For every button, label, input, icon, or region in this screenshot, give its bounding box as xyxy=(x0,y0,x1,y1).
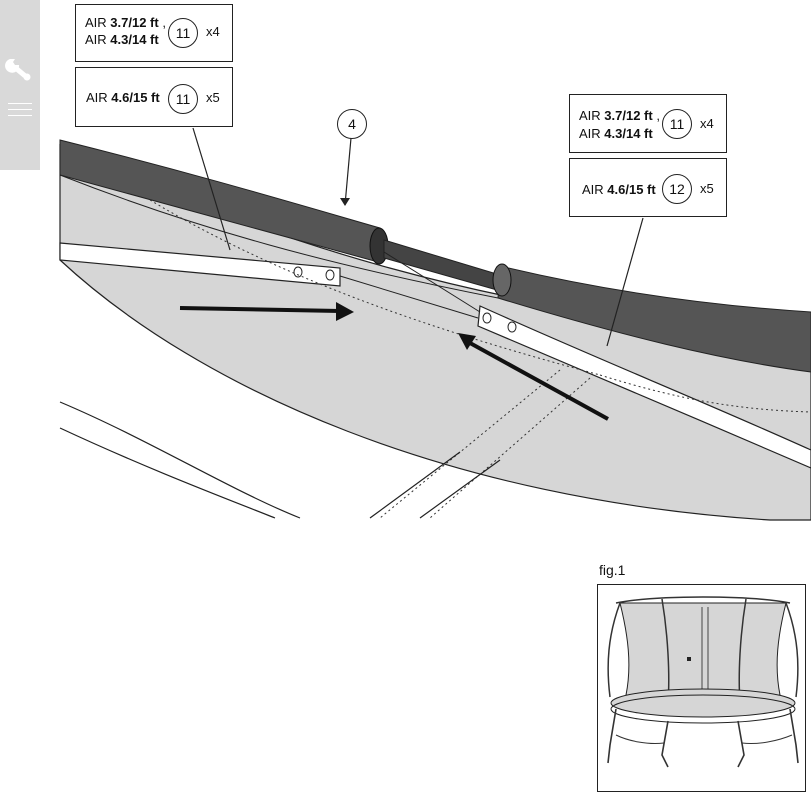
part-label-box-right-bottom: AIR 4.6/15 ft 12 x5 xyxy=(569,158,727,217)
arrow-left xyxy=(469,341,609,421)
quantity: x4 xyxy=(700,116,714,131)
part-label-box-right-top: AIR 3.7/12 ft , AIR 4.3/14 ft 11 x4 xyxy=(569,94,727,153)
section-tab xyxy=(0,0,40,170)
part-number-circle: 11 xyxy=(662,109,692,139)
assembly-illustration xyxy=(59,127,811,521)
wrench-icon xyxy=(5,59,31,81)
part-number-circle: 12 xyxy=(662,174,692,204)
trampoline-overview-illustration xyxy=(607,596,799,768)
part-label-box-left-top: AIR 3.7/12 ft , AIR 4.3/14 ft 11 x4 xyxy=(75,4,233,62)
part-number-circle: 11 xyxy=(168,84,198,114)
figure-label: fig.1 xyxy=(599,562,626,578)
quantity: x5 xyxy=(700,181,714,196)
safety-pad-right xyxy=(497,265,811,373)
frame-tube-right xyxy=(477,305,811,469)
quantity: x5 xyxy=(206,90,220,105)
part-label-box-left-bottom: AIR 4.6/15 ft 11 x5 xyxy=(75,67,233,127)
arrow-right xyxy=(179,306,341,313)
part-callout-4: 4 xyxy=(337,109,367,139)
frame-tube-left xyxy=(59,242,341,287)
figure-1-trampoline xyxy=(597,584,806,792)
quantity: x4 xyxy=(206,24,220,39)
part-number-circle: 11 xyxy=(168,18,198,48)
